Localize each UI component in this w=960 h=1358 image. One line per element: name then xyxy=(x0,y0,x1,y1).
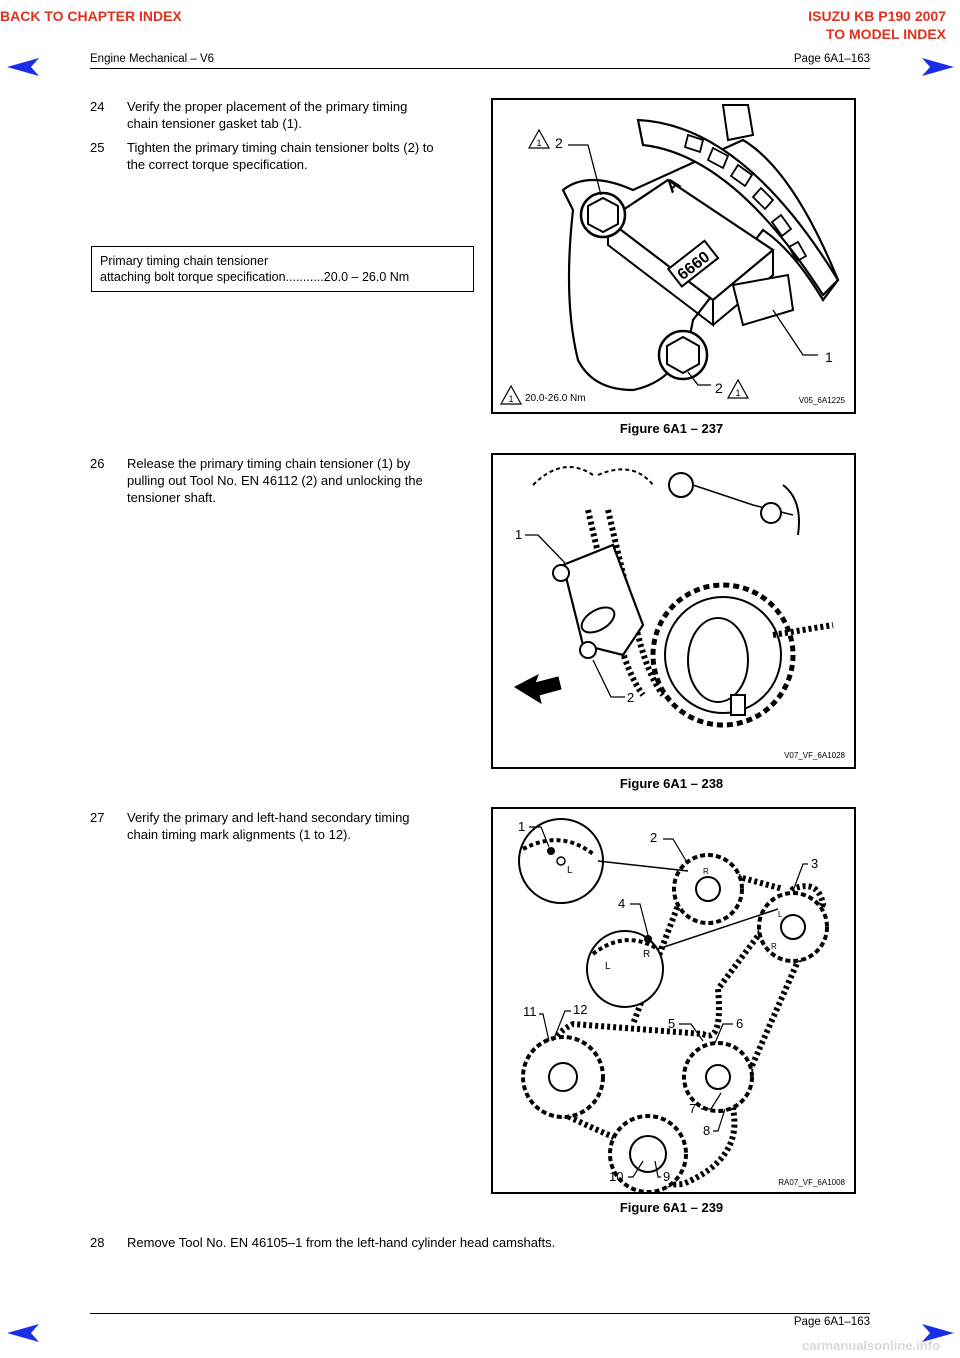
callout-6: 6 xyxy=(736,1016,743,1031)
mark-letter: R xyxy=(643,949,650,960)
triangle-number: 1 xyxy=(735,388,740,398)
step-text-line: Tighten the primary timing chain tension… xyxy=(127,140,434,155)
step-number: 25 xyxy=(90,140,105,155)
spec-line: Primary timing chain tensioner xyxy=(100,254,269,268)
to-model-index-link[interactable]: TO MODEL INDEX xyxy=(825,26,946,42)
step-text-line: Remove Tool No. EN 46105–1 from the left… xyxy=(127,1235,556,1250)
callout-7: 7 xyxy=(689,1101,696,1116)
figure-code: V05_6A1225 xyxy=(799,396,846,405)
figure-code: V07_VF_6A1028 xyxy=(784,751,845,760)
figure-caption: Figure 6A1 – 239 xyxy=(619,1200,724,1215)
callout-1: 1 xyxy=(518,819,525,834)
callout-8: 8 xyxy=(703,1123,710,1138)
model-title: ISUZU KB P190 2007 xyxy=(808,8,946,24)
callout-2: 2 xyxy=(555,135,563,151)
header-rule xyxy=(90,68,870,69)
callout-10: 10 xyxy=(609,1169,623,1184)
mark-letter: R xyxy=(771,942,777,951)
step-28: 28 Remove Tool No. EN 46105–1 from the l… xyxy=(90,1234,790,1252)
step-text-line: pulling out Tool No. EN 46112 (2) and un… xyxy=(127,473,423,488)
callout-2: 2 xyxy=(650,830,657,845)
mark-letter: L xyxy=(567,865,573,876)
warning-triangle-icon xyxy=(726,378,750,399)
header-page: Page 6A1–163 xyxy=(793,53,870,65)
tensioner-release-illustration: 1 2 V07_VF_6A1028 xyxy=(513,466,846,760)
step-text-line: the correct torque specification. xyxy=(127,157,308,172)
figure-caption: Figure 6A1 – 238 xyxy=(619,776,724,791)
callout-11: 11 xyxy=(523,1004,537,1019)
step-number: 26 xyxy=(90,456,105,471)
step-27: 27 Verify the primary and left-hand seco… xyxy=(90,809,480,845)
step-number: 24 xyxy=(90,99,105,114)
arrow-right-icon[interactable] xyxy=(920,56,956,78)
footer-page: Page 6A1–163 xyxy=(793,1316,870,1328)
arrow-left-icon[interactable] xyxy=(5,1322,41,1344)
header-section: Engine Mechanical – V6 xyxy=(90,53,215,65)
mark-letter: L xyxy=(605,961,611,972)
step-25: 25 Tighten the primary timing chain tens… xyxy=(90,139,480,175)
triangle-number: 1 xyxy=(536,138,541,148)
footer-rule xyxy=(90,1313,870,1314)
pull-direction-arrow-icon xyxy=(513,673,562,705)
arrow-left-icon[interactable] xyxy=(5,56,41,78)
step-26: 26 Release the primary timing chain tens… xyxy=(90,455,480,507)
step-text-line: chain timing mark alignments (1 to 12). xyxy=(127,827,351,842)
step-24: 24 Verify the proper placement of the pr… xyxy=(90,98,480,134)
mark-letter: L xyxy=(778,910,783,919)
figure-238: 1 2 V07_VF_6A1028 xyxy=(491,453,856,769)
figure-237: 6660 A 1 1 1 2 1 2 20.0-26.0 Nm V05_6A12… xyxy=(491,98,856,414)
callout-9: 9 xyxy=(663,1169,670,1184)
callout-5: 5 xyxy=(668,1016,675,1031)
spec-line: attaching bolt torque specification.....… xyxy=(100,270,410,284)
callout-3: 3 xyxy=(811,856,818,871)
arrow-right-icon[interactable] xyxy=(920,1322,956,1344)
figure-caption: Figure 6A1 – 237 xyxy=(619,421,724,436)
figure-239: L R L R L R 1 2 3 4 5 6 7 8 9 10 11 12 R… xyxy=(491,807,856,1194)
step-number: 27 xyxy=(90,810,105,825)
callout-1: 1 xyxy=(515,527,522,542)
triangle-number: 1 xyxy=(508,394,513,404)
step-text-line: tensioner shaft. xyxy=(127,490,216,505)
step-text-line: chain tensioner gasket tab (1). xyxy=(127,116,302,131)
step-text-line: Verify the primary and left-hand seconda… xyxy=(127,810,410,825)
torque-label: 20.0-26.0 Nm xyxy=(525,393,586,404)
warning-triangle-icon xyxy=(499,384,523,405)
callout-1: 1 xyxy=(825,349,833,365)
torque-spec-box: Primary timing chain tensioner attaching… xyxy=(91,246,474,292)
timing-chain-alignment-illustration: L R L R L R 1 2 3 4 5 6 7 8 9 10 11 12 R… xyxy=(518,818,846,1194)
callout-12: 12 xyxy=(573,1002,587,1017)
step-text-line: Release the primary timing chain tension… xyxy=(127,456,411,471)
callout-2: 2 xyxy=(627,690,634,705)
warning-triangle-icon xyxy=(527,128,551,149)
callout-2: 2 xyxy=(715,380,723,396)
step-number: 28 xyxy=(90,1235,105,1250)
back-to-chapter-index-link[interactable]: BACK TO CHAPTER INDEX xyxy=(0,8,182,24)
mark-letter: R xyxy=(703,867,709,876)
watermark: carmanualsonline.info xyxy=(802,1338,940,1353)
figure-code: RA07_VF_6A1008 xyxy=(778,1178,845,1187)
step-text-line: Verify the proper placement of the prima… xyxy=(127,99,408,114)
callout-4: 4 xyxy=(618,896,625,911)
tensioner-illustration: 6660 A 1 1 1 2 1 2 20.0-26.0 Nm V05_6A12… xyxy=(499,104,846,405)
